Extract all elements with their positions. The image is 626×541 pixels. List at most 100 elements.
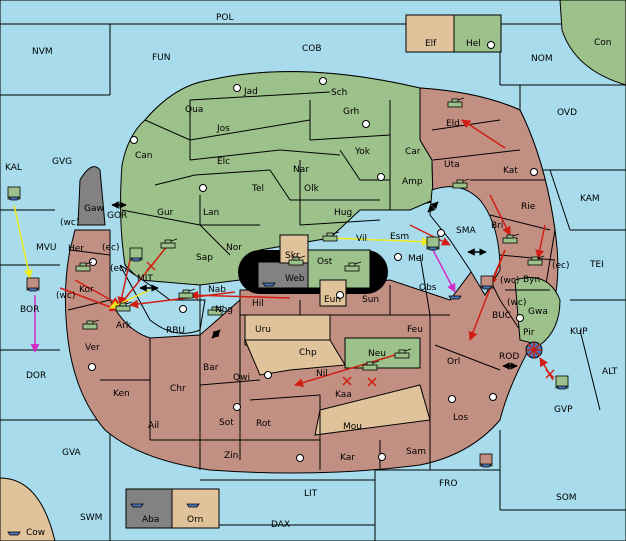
supply-center-icon xyxy=(336,291,344,299)
label-chp: Chp xyxy=(299,348,317,358)
label-esm: Esm xyxy=(390,232,409,242)
region-gaw[interactable] xyxy=(77,166,106,226)
label-hel: Hel xyxy=(466,39,481,49)
supply-center-icon xyxy=(264,371,272,379)
tank-icon[interactable] xyxy=(322,231,340,242)
label-kal: KAL xyxy=(5,163,22,173)
label-web: Web xyxy=(285,274,305,284)
label-fun: FUN xyxy=(152,53,171,63)
region-chp[interactable] xyxy=(244,339,346,376)
armies xyxy=(75,97,545,371)
region-orn[interactable] xyxy=(171,488,220,529)
label-jad: Jad xyxy=(243,87,258,97)
label-hug: Hug xyxy=(334,208,352,218)
supply-centers xyxy=(88,41,538,462)
double-arrow-icons xyxy=(111,201,518,370)
ship-icon[interactable] xyxy=(130,503,144,508)
tank-icon[interactable] xyxy=(82,319,100,330)
label-nab: Nab xyxy=(208,285,226,295)
region-elf[interactable] xyxy=(405,14,455,53)
tank-icon[interactable] xyxy=(207,305,225,316)
label-gva: GVA xyxy=(62,448,82,458)
supply-center-icon xyxy=(233,84,241,92)
label-olk: Olk xyxy=(304,184,320,194)
label-aba: Aba xyxy=(142,515,159,525)
ship-icon[interactable] xyxy=(448,295,462,300)
region-gwa[interactable] xyxy=(514,277,561,346)
supply-center-icon xyxy=(437,229,445,237)
ship-icon[interactable] xyxy=(7,531,21,536)
label-con: Con xyxy=(594,38,612,48)
label-rot: Rot xyxy=(256,419,271,429)
label-kat: Kat xyxy=(503,166,518,176)
ship-icon[interactable] xyxy=(129,247,143,262)
label-nom: NOM xyxy=(531,54,553,64)
supply-center-icon xyxy=(88,363,96,371)
ship-icon[interactable] xyxy=(7,186,21,201)
label-fro: FRO xyxy=(439,479,458,489)
supply-center-icon xyxy=(378,453,386,461)
label-qwi: Qwi xyxy=(233,373,250,383)
ship-icon[interactable] xyxy=(555,375,569,390)
label-neu: Neu xyxy=(368,349,386,359)
ship-icon[interactable] xyxy=(479,453,493,468)
label-coast-wc: (wc) xyxy=(500,276,519,286)
tank-icon[interactable] xyxy=(447,97,465,108)
label-skr: Skr xyxy=(285,251,300,261)
label-mou: Mou xyxy=(343,422,362,432)
tank-icon[interactable] xyxy=(394,348,412,359)
label-hil: Hil xyxy=(252,299,264,309)
ship-icon[interactable] xyxy=(26,277,40,292)
supply-center-icon xyxy=(130,136,138,144)
ship-icon[interactable] xyxy=(262,282,276,287)
supply-center-icon xyxy=(489,393,497,401)
label-eld: Eld xyxy=(446,119,460,129)
supply-center-icon xyxy=(377,173,385,181)
tank-icon[interactable] xyxy=(115,301,133,312)
region-aba[interactable] xyxy=(125,488,173,529)
label-sch: Sch xyxy=(331,88,347,98)
tank-icon[interactable] xyxy=(527,255,545,266)
fleets xyxy=(7,186,569,536)
label-dor: DOR xyxy=(26,371,46,381)
ship-icon[interactable] xyxy=(186,503,200,508)
convoy-orders xyxy=(30,249,456,353)
label-nog: Nog xyxy=(215,305,233,315)
label-yok: Yok xyxy=(354,147,371,157)
tank-icon[interactable] xyxy=(362,360,380,371)
province-labels: POL FUN COB NOM NVM Con Elf Hel OVD KAL … xyxy=(5,13,618,538)
label-can: Can xyxy=(135,151,153,161)
supply-center-icon xyxy=(530,168,538,176)
tank-icon[interactable] xyxy=(288,255,306,266)
label-eun: Eun xyxy=(324,295,341,305)
ship-icon[interactable] xyxy=(426,236,440,251)
label-gur: Gur xyxy=(157,208,174,218)
label-nvm: NVM xyxy=(32,47,53,57)
label-her: Her xyxy=(68,244,84,254)
label-gaw: Gaw xyxy=(84,204,104,214)
tank-icon[interactable] xyxy=(452,178,470,189)
label-lan: Lan xyxy=(203,208,219,218)
label-car: Car xyxy=(405,147,421,157)
sea-rbu[interactable] xyxy=(119,264,206,334)
move-orders xyxy=(59,119,554,387)
label-zin: Zin xyxy=(224,451,238,461)
region-east-lobe[interactable] xyxy=(419,87,556,331)
tank-icon[interactable] xyxy=(344,261,362,272)
label-pol: POL xyxy=(216,13,234,23)
label-elf: Elf xyxy=(425,39,437,49)
label-dax: DAX xyxy=(271,520,290,530)
label-ver: Ver xyxy=(85,343,100,353)
label-byn: Byn xyxy=(523,275,540,285)
tank-icon[interactable] xyxy=(178,288,196,299)
supply-center-icon xyxy=(362,120,370,128)
label-gor: GOR xyxy=(107,211,127,221)
label-orl: Orl xyxy=(447,357,460,367)
tank-icon[interactable] xyxy=(160,238,178,249)
region-skr[interactable] xyxy=(279,234,309,264)
tank-icon[interactable] xyxy=(75,261,93,272)
tank-icon[interactable] xyxy=(502,233,520,244)
label-mel: Mel xyxy=(408,254,424,264)
ship-icon[interactable] xyxy=(480,275,494,290)
